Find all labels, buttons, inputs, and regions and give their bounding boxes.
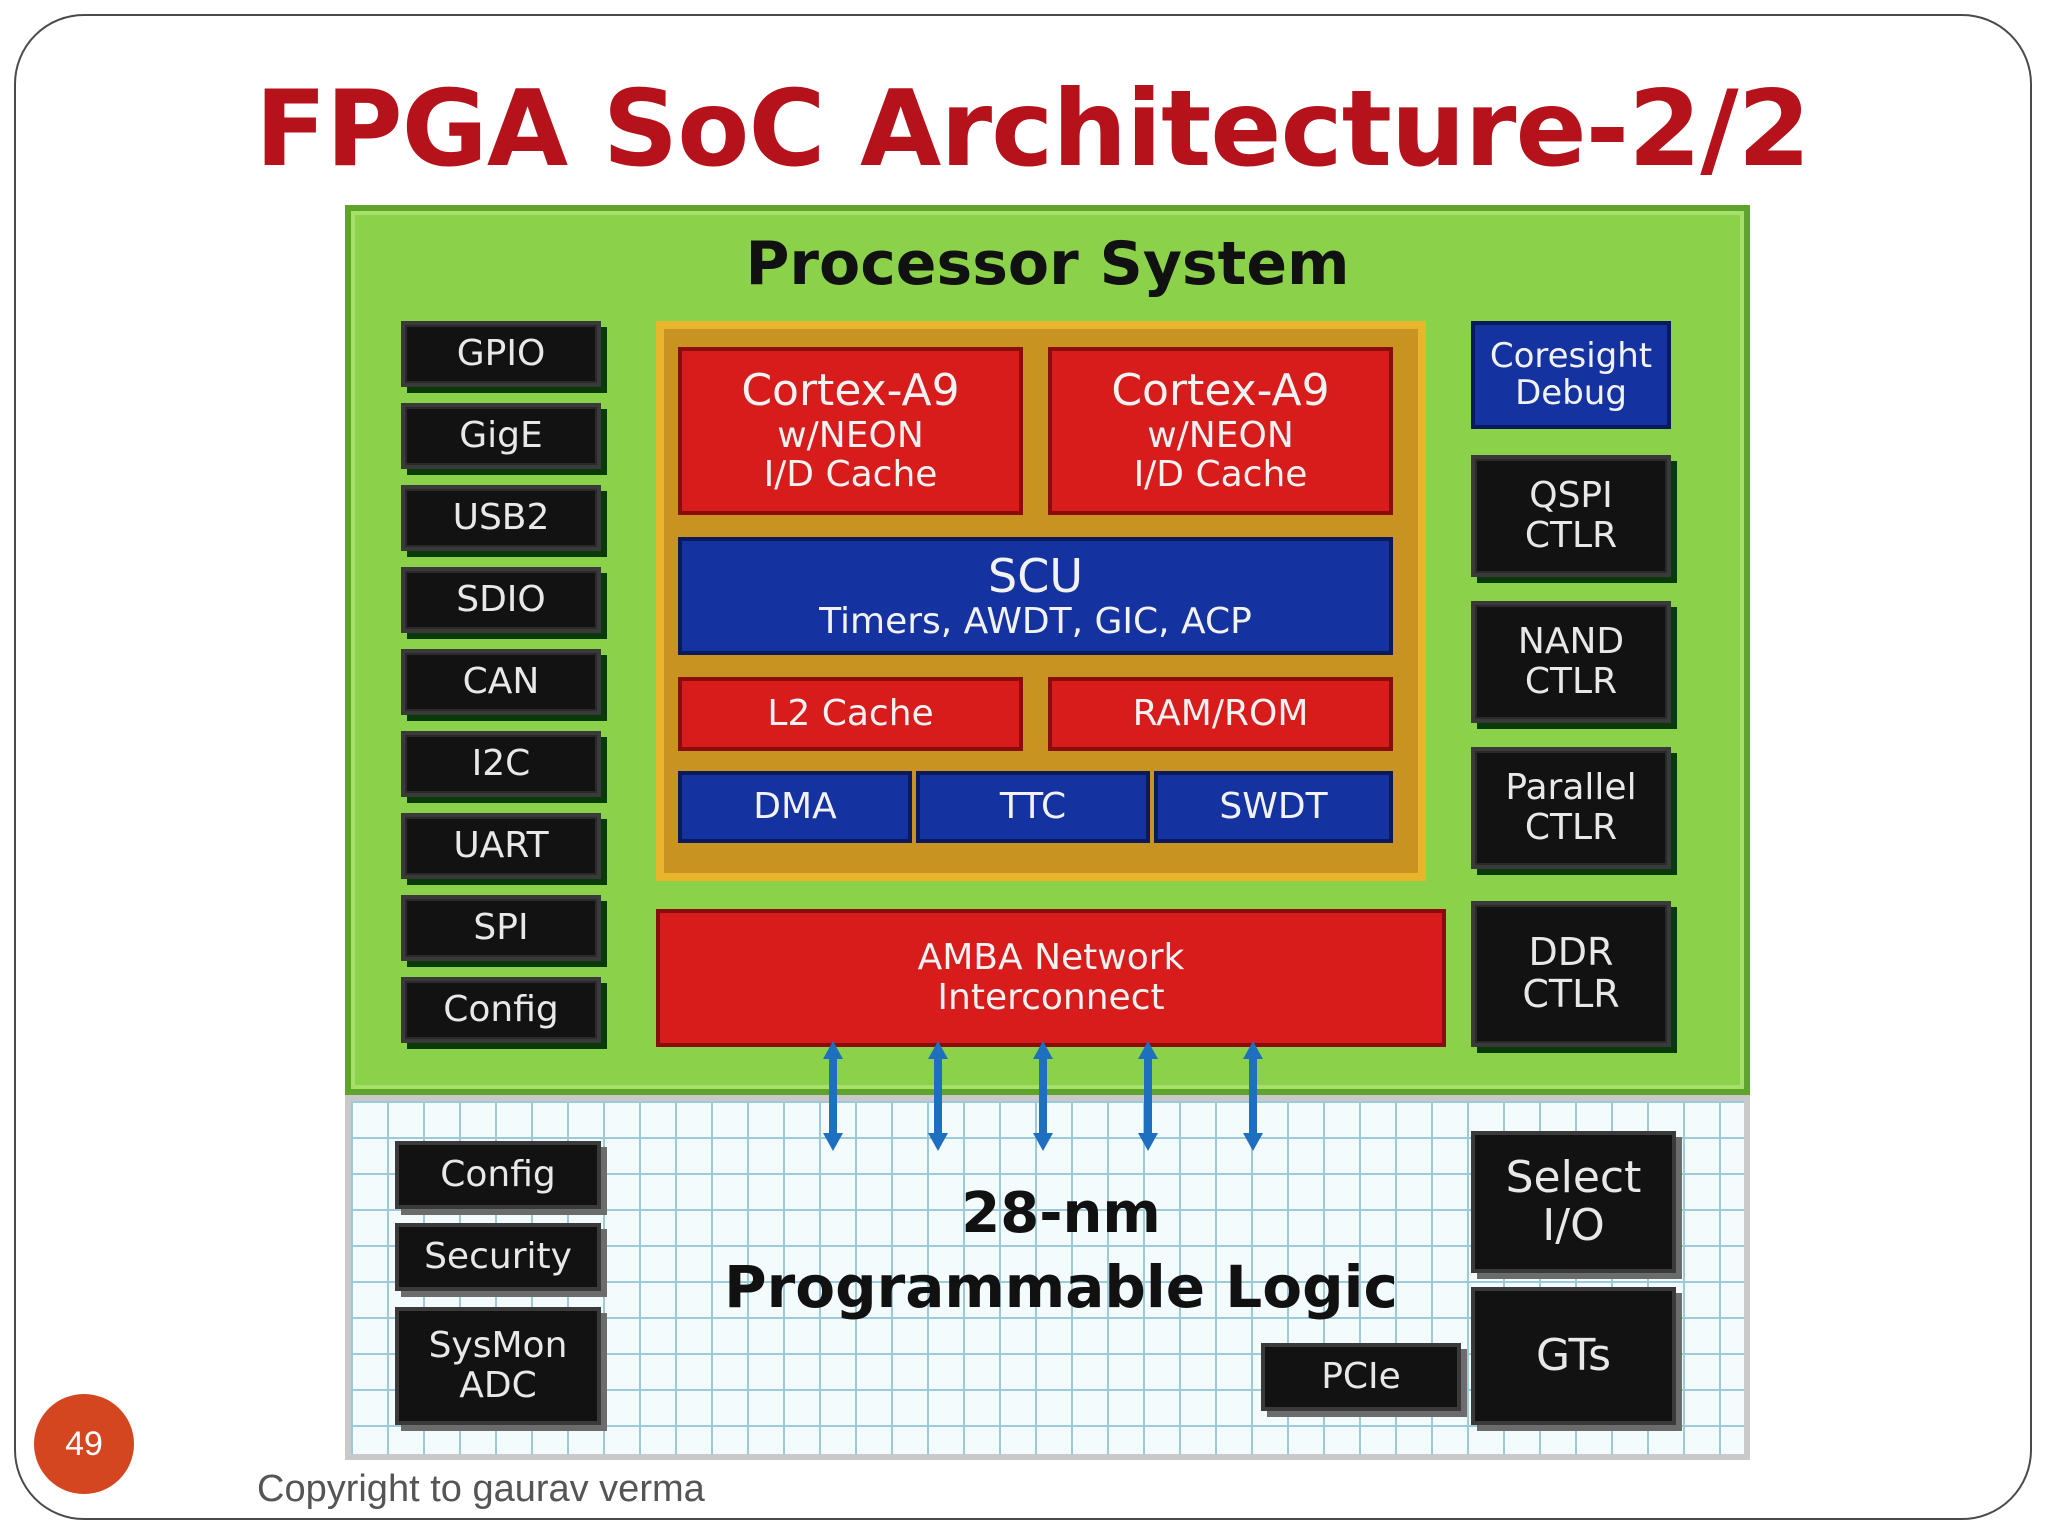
core-0-name: Cortex-A9 [741, 365, 960, 417]
processor-system-title: Processor System [745, 229, 1350, 299]
peripheral-can: CAN [401, 649, 601, 715]
peripheral-usb2: USB2 [401, 485, 601, 551]
peripheral-gpio: GPIO [401, 321, 601, 387]
copyright-text: Copyright to gaurav verma [257, 1468, 705, 1510]
select-io-block: Select I/O [1471, 1131, 1676, 1273]
scu-title: SCU [988, 548, 1083, 603]
coresight-line2: Debug [1515, 373, 1627, 413]
programmable-logic-panel: Config Security SysMon ADC 28-nm Program… [345, 1095, 1750, 1460]
amba-line1: AMBA Network [917, 937, 1185, 979]
ddr-ctlr-block: DDR CTLR [1471, 901, 1671, 1047]
core-0-neon: w/NEON [777, 414, 924, 456]
pl-title-line2: Programmable Logic [724, 1253, 1398, 1321]
scu-subtitle: Timers, AWDT, GIC, ACP [819, 600, 1252, 642]
nand-line1: NAND [1517, 621, 1625, 663]
cortex-a9-core-1: Cortex-A9 w/NEON I/D Cache [1048, 347, 1393, 515]
core-0-cache: I/D Cache [763, 454, 938, 496]
ttc-block: TTC [916, 771, 1150, 843]
nand-ctlr-block: NAND CTLR [1471, 601, 1671, 723]
coresight-debug-block: Coresight Debug [1471, 321, 1671, 429]
amba-interconnect-block: AMBA Network Interconnect [656, 909, 1446, 1047]
slide-frame [14, 14, 2032, 1520]
dma-block: DMA [678, 771, 912, 843]
parallel-line1: Parallel [1505, 767, 1637, 809]
nand-line2: CTLR [1524, 661, 1618, 702]
pl-config-block: Config [395, 1141, 601, 1209]
parallel-line2: CTLR [1524, 807, 1618, 848]
scu-block: SCU Timers, AWDT, GIC, ACP [678, 537, 1393, 655]
ddr-line1: DDR [1528, 930, 1614, 975]
ddr-line2: CTLR [1522, 972, 1620, 1016]
core-1-neon: w/NEON [1147, 414, 1294, 456]
core-1-name: Cortex-A9 [1111, 365, 1330, 417]
sysmon-line2: ADC [459, 1365, 537, 1406]
sysmon-line1: SysMon [428, 1325, 568, 1367]
core-1-cache: I/D Cache [1133, 454, 1308, 496]
interconnect-arrow-3 [1033, 1041, 1053, 1151]
pl-security-block: Security [395, 1223, 601, 1291]
soc-architecture-diagram: Processor System GPIO GigE USB2 SDIO CAN… [345, 205, 1750, 1460]
l2-cache-block: L2 Cache [678, 677, 1023, 751]
peripheral-uart: UART [401, 813, 601, 879]
interconnect-arrow-4 [1138, 1041, 1158, 1151]
qspi-ctlr-block: QSPI CTLR [1471, 455, 1671, 577]
peripheral-spi: SPI [401, 895, 601, 961]
cortex-a9-core-0: Cortex-A9 w/NEON I/D Cache [678, 347, 1023, 515]
slide-title: FPGA SoC Architecture-2/2 [255, 68, 1811, 190]
interconnect-arrow-1 [823, 1041, 843, 1151]
peripheral-i2c: I2C [401, 731, 601, 797]
peripheral-sdio: SDIO [401, 567, 601, 633]
peripheral-gige: GigE [401, 403, 601, 469]
parallel-ctlr-block: Parallel CTLR [1471, 747, 1671, 869]
ram-rom-block: RAM/ROM [1048, 677, 1393, 751]
pcie-block: PCIe [1261, 1343, 1461, 1411]
interconnect-arrow-5 [1243, 1041, 1263, 1151]
peripheral-config: Config [401, 977, 601, 1043]
page-number-badge: 49 [34, 1394, 134, 1494]
select-io-line1: Select [1505, 1151, 1642, 1203]
pl-title-line1: 28-nm [961, 1181, 1161, 1246]
sysmon-adc-block: SysMon ADC [395, 1307, 601, 1425]
gts-block: GTs [1471, 1287, 1676, 1425]
application-processor-unit: Cortex-A9 w/NEON I/D Cache Cortex-A9 w/N… [656, 321, 1426, 881]
interconnect-arrow-2 [928, 1041, 948, 1151]
qspi-line1: QSPI [1529, 475, 1613, 517]
swdt-block: SWDT [1154, 771, 1393, 843]
coresight-line1: Coresight [1489, 335, 1653, 376]
processor-system-panel: Processor System GPIO GigE USB2 SDIO CAN… [345, 205, 1750, 1095]
amba-line2: Interconnect [937, 977, 1165, 1018]
select-io-line2: I/O [1542, 1200, 1605, 1251]
qspi-line2: CTLR [1524, 515, 1618, 556]
